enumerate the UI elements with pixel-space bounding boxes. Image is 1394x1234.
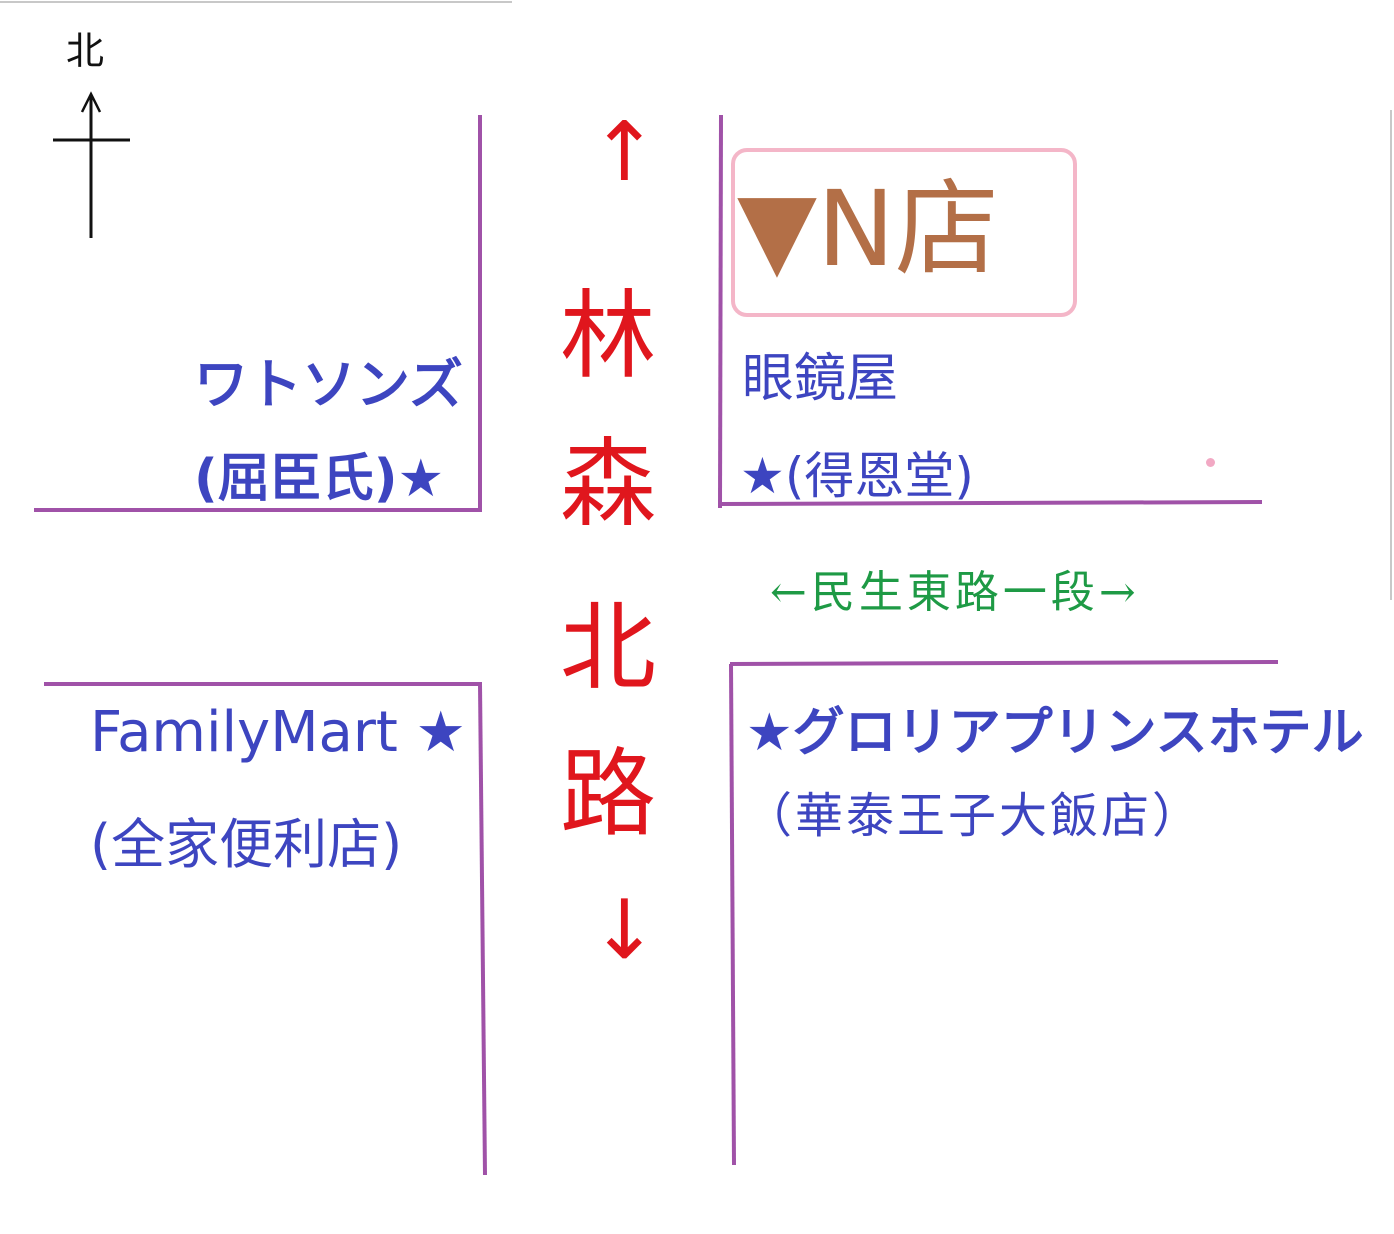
street-name-char-1: 林 bbox=[560, 280, 656, 392]
landmark-hotel-name: ★グロリアプリンスホテル bbox=[746, 703, 1364, 763]
landmark-hotel-chinese: （華泰王子大飯店） bbox=[744, 788, 1204, 844]
road-se-vertical bbox=[729, 663, 736, 1166]
street-arrow-down-icon: ↓ bbox=[590, 883, 659, 978]
landmark-watsons-name: ワトソンズ bbox=[194, 353, 463, 416]
street-arrow-up-icon: ↑ bbox=[590, 105, 659, 200]
small-pink-dot bbox=[1206, 458, 1215, 467]
compass-north-label: 北 bbox=[66, 29, 105, 73]
landmark-familymart-name: FamilyMart ★ bbox=[90, 700, 466, 765]
shop-name: ▼N店 bbox=[737, 168, 999, 290]
road-se-horizontal bbox=[729, 660, 1279, 666]
road-sw-vertical bbox=[478, 683, 487, 1176]
shop-highlight-box bbox=[731, 148, 1077, 317]
landmark-familymart-chinese: (全家便利店) bbox=[90, 813, 403, 876]
north-arrow-icon bbox=[53, 91, 130, 238]
street-name-char-4: 路 bbox=[560, 738, 656, 850]
street-name-horizontal: ←民生東路一段→ bbox=[770, 567, 1140, 618]
shop-type: 眼鏡屋 bbox=[742, 349, 899, 409]
road-ne-vertical bbox=[718, 114, 723, 509]
road-ne-horizontal bbox=[718, 500, 1263, 506]
landmark-watsons-chinese: (屈臣氏)★ bbox=[194, 449, 445, 509]
street-name-char-2: 森 bbox=[560, 428, 656, 540]
shop-detail: ★(得恩堂) bbox=[740, 447, 974, 505]
street-name-char-3: 北 bbox=[560, 592, 656, 704]
